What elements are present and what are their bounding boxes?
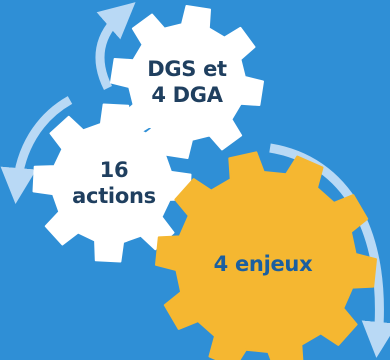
gear-icon	[155, 151, 377, 360]
gear-label-right: 4 enjeux	[214, 251, 313, 277]
curved-arrow-icon	[0, 96, 73, 204]
gear-label-line: actions	[72, 184, 156, 208]
gear-body	[155, 151, 377, 360]
gear-label-line: 4 enjeux	[213, 251, 313, 276]
gear-body	[110, 5, 264, 159]
gear-icon	[110, 5, 264, 159]
gear-label-line: DGS et	[147, 56, 227, 81]
curved-arrow-icon	[95, 2, 136, 91]
gear-label-line: 4 DGA	[151, 83, 223, 107]
gear-label-top: DGS et 4 DGA	[147, 56, 227, 109]
gear-label-left: 16 actions	[72, 157, 156, 210]
gear-label-line: 16	[99, 157, 129, 182]
